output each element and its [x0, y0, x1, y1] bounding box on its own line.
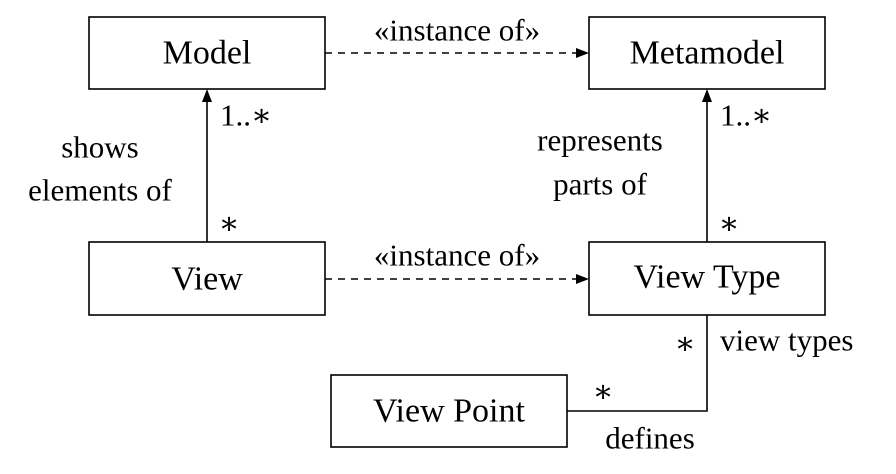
arrow-head-icon [576, 274, 589, 284]
multiplicity-label: ∗ [718, 206, 739, 241]
arrow-head-icon [576, 48, 589, 58]
arrow-head-icon [202, 89, 212, 102]
multiplicity-label: ∗ [218, 206, 239, 241]
arrow-head-icon [702, 89, 712, 102]
edge-view-model: 1..∗ ∗ shows elements of [28, 89, 272, 242]
view-label: View [171, 261, 243, 298]
view-box: View [88, 241, 326, 316]
model-box: Model [88, 16, 326, 90]
shows-label: shows [61, 130, 139, 165]
metamodel-label: Metamodel [630, 35, 785, 72]
edge-viewpoint-viewtype: ∗ view types ∗ defines [567, 315, 853, 456]
multiplicity-label: 1..∗ [220, 98, 272, 133]
edge-view-viewtype: «instance of» [325, 238, 589, 284]
represents-label: represents [537, 123, 663, 158]
edge-model-metamodel: «instance of» [325, 13, 589, 58]
metamodel-box: Metamodel [588, 16, 826, 90]
defines-label: defines [605, 421, 695, 456]
view-type-label: View Type [634, 259, 781, 296]
parts-of-label: parts of [553, 167, 648, 202]
multiplicity-label: ∗ [674, 326, 695, 361]
solid-connector [567, 315, 708, 412]
edge-viewtype-metamodel: 1..∗ ∗ represents parts of [537, 89, 772, 242]
view-point-label: View Point [373, 393, 525, 430]
instance-of-label: «instance of» [374, 13, 540, 48]
instance-of-label: «instance of» [374, 238, 540, 273]
multiplicity-label: ∗ [592, 374, 613, 409]
multiplicity-label: 1..∗ [720, 98, 772, 133]
view-type-box: View Type [588, 241, 826, 316]
elements-of-label: elements of [28, 173, 172, 208]
view-point-box: View Point [330, 374, 568, 448]
view-types-label: view types [720, 323, 853, 358]
model-label: Model [163, 35, 252, 72]
